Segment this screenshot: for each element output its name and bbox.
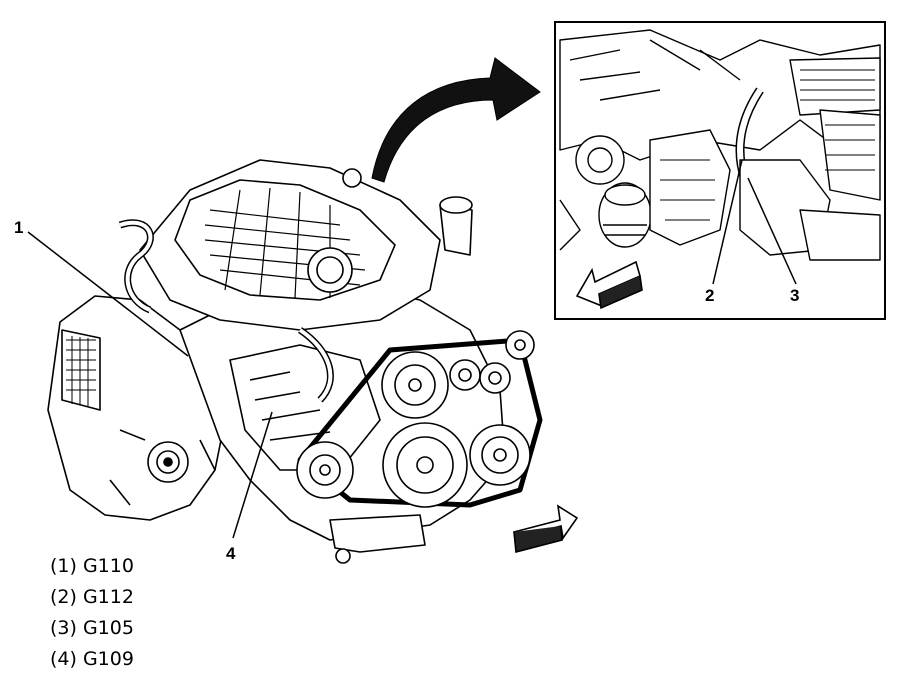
legend-item: (4) G109 xyxy=(50,648,134,670)
curved-arrow-icon xyxy=(371,57,541,183)
direction-arrow-icon xyxy=(512,504,579,554)
detail-leader-lines xyxy=(712,159,797,285)
legend-item: (1) G110 xyxy=(50,555,134,577)
direction-arrow-icon xyxy=(575,260,643,310)
callout-3: 3 xyxy=(790,286,800,305)
callout-1: 1 xyxy=(14,218,24,237)
oil-pan xyxy=(329,514,426,553)
leader-lines xyxy=(27,231,273,539)
callout-2: 2 xyxy=(705,286,715,305)
callout-4: 4 xyxy=(226,544,236,563)
legend: (1) G110 (2) G112 (3) G105 (4) G109 xyxy=(50,554,134,678)
legend-item: (2) G112 xyxy=(50,586,134,608)
ground-location-detail-drawing xyxy=(559,29,881,261)
legend-item: (3) G105 xyxy=(50,617,134,639)
pulleys xyxy=(296,330,535,508)
engine-assembly-drawing xyxy=(47,159,543,564)
